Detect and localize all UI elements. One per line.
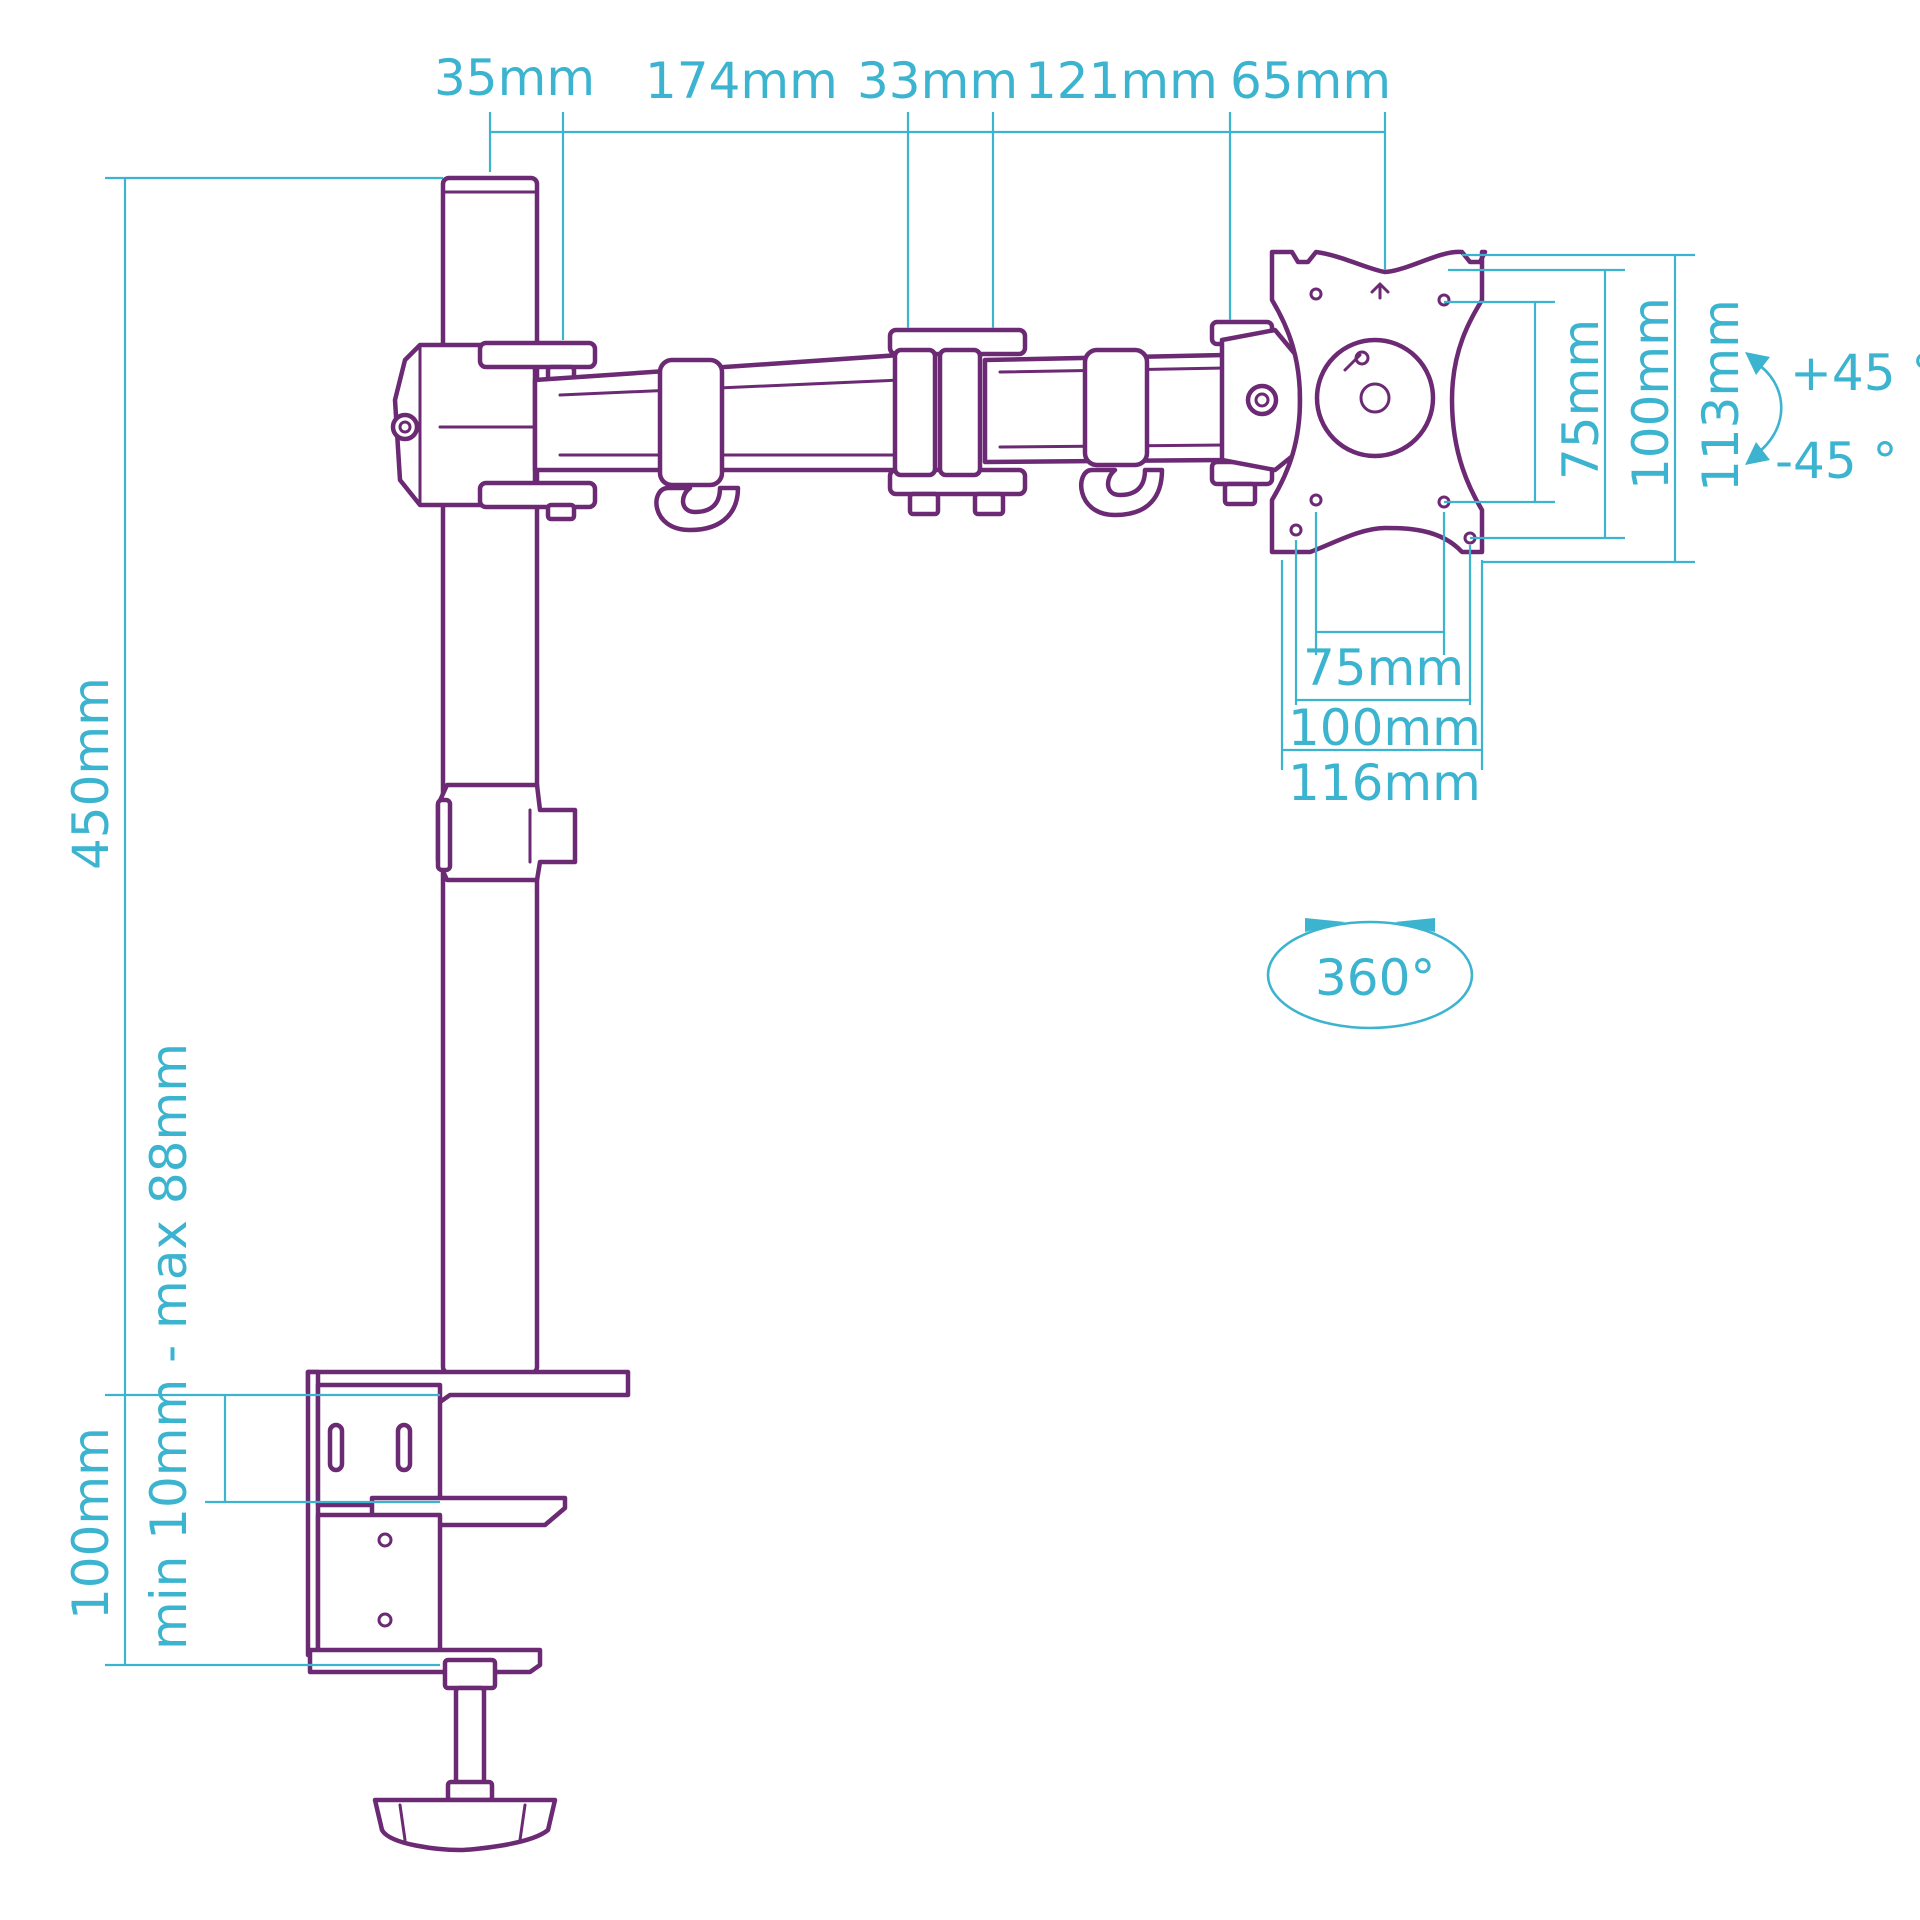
dim-vesa-v-75mm: 75mm (1552, 319, 1610, 480)
dimension-labels: 35mm 174mm 33mm 121mm 65mm 450mm 100mm m… (62, 49, 1920, 1650)
dim-top-121mm: 121mm (1025, 52, 1218, 110)
desk-clamp (305, 1369, 631, 1853)
pole-collar (435, 782, 578, 883)
dim-vesa-h-116mm: 116mm (1288, 754, 1481, 812)
monitor-arm-drawing (305, 175, 1488, 1853)
dimension-lines (105, 112, 1783, 1667)
tilt-head (1209, 319, 1303, 507)
dim-tilt-down: -45 ° (1775, 432, 1898, 490)
dim-top-174mm: 174mm (645, 52, 838, 110)
dim-top-65mm: 65mm (1230, 52, 1391, 110)
dim-rotation: 360° (1315, 949, 1435, 1007)
dim-pole-height: 450mm (62, 677, 120, 870)
dim-clamp-height: 100mm (62, 1427, 120, 1620)
dim-vesa-h-75mm: 75mm (1303, 639, 1464, 697)
dim-top-33mm: 33mm (857, 52, 1018, 110)
arm-segment-1 (532, 352, 903, 533)
arm-pole-joint (390, 340, 598, 522)
dim-vesa-v-100mm: 100mm (1622, 297, 1680, 490)
dim-desk-thickness: min 10mm - max 88mm (140, 1043, 198, 1650)
dim-tilt-up: +45 ° (1790, 344, 1920, 402)
vesa-plate (1269, 249, 1488, 555)
arm-segment-2 (982, 347, 1228, 518)
dim-vesa-h-100mm: 100mm (1288, 699, 1481, 757)
dim-top-35mm: 35mm (434, 49, 595, 107)
dim-vesa-v-113mm: 113mm (1692, 299, 1750, 492)
elbow-joint (887, 327, 1028, 517)
